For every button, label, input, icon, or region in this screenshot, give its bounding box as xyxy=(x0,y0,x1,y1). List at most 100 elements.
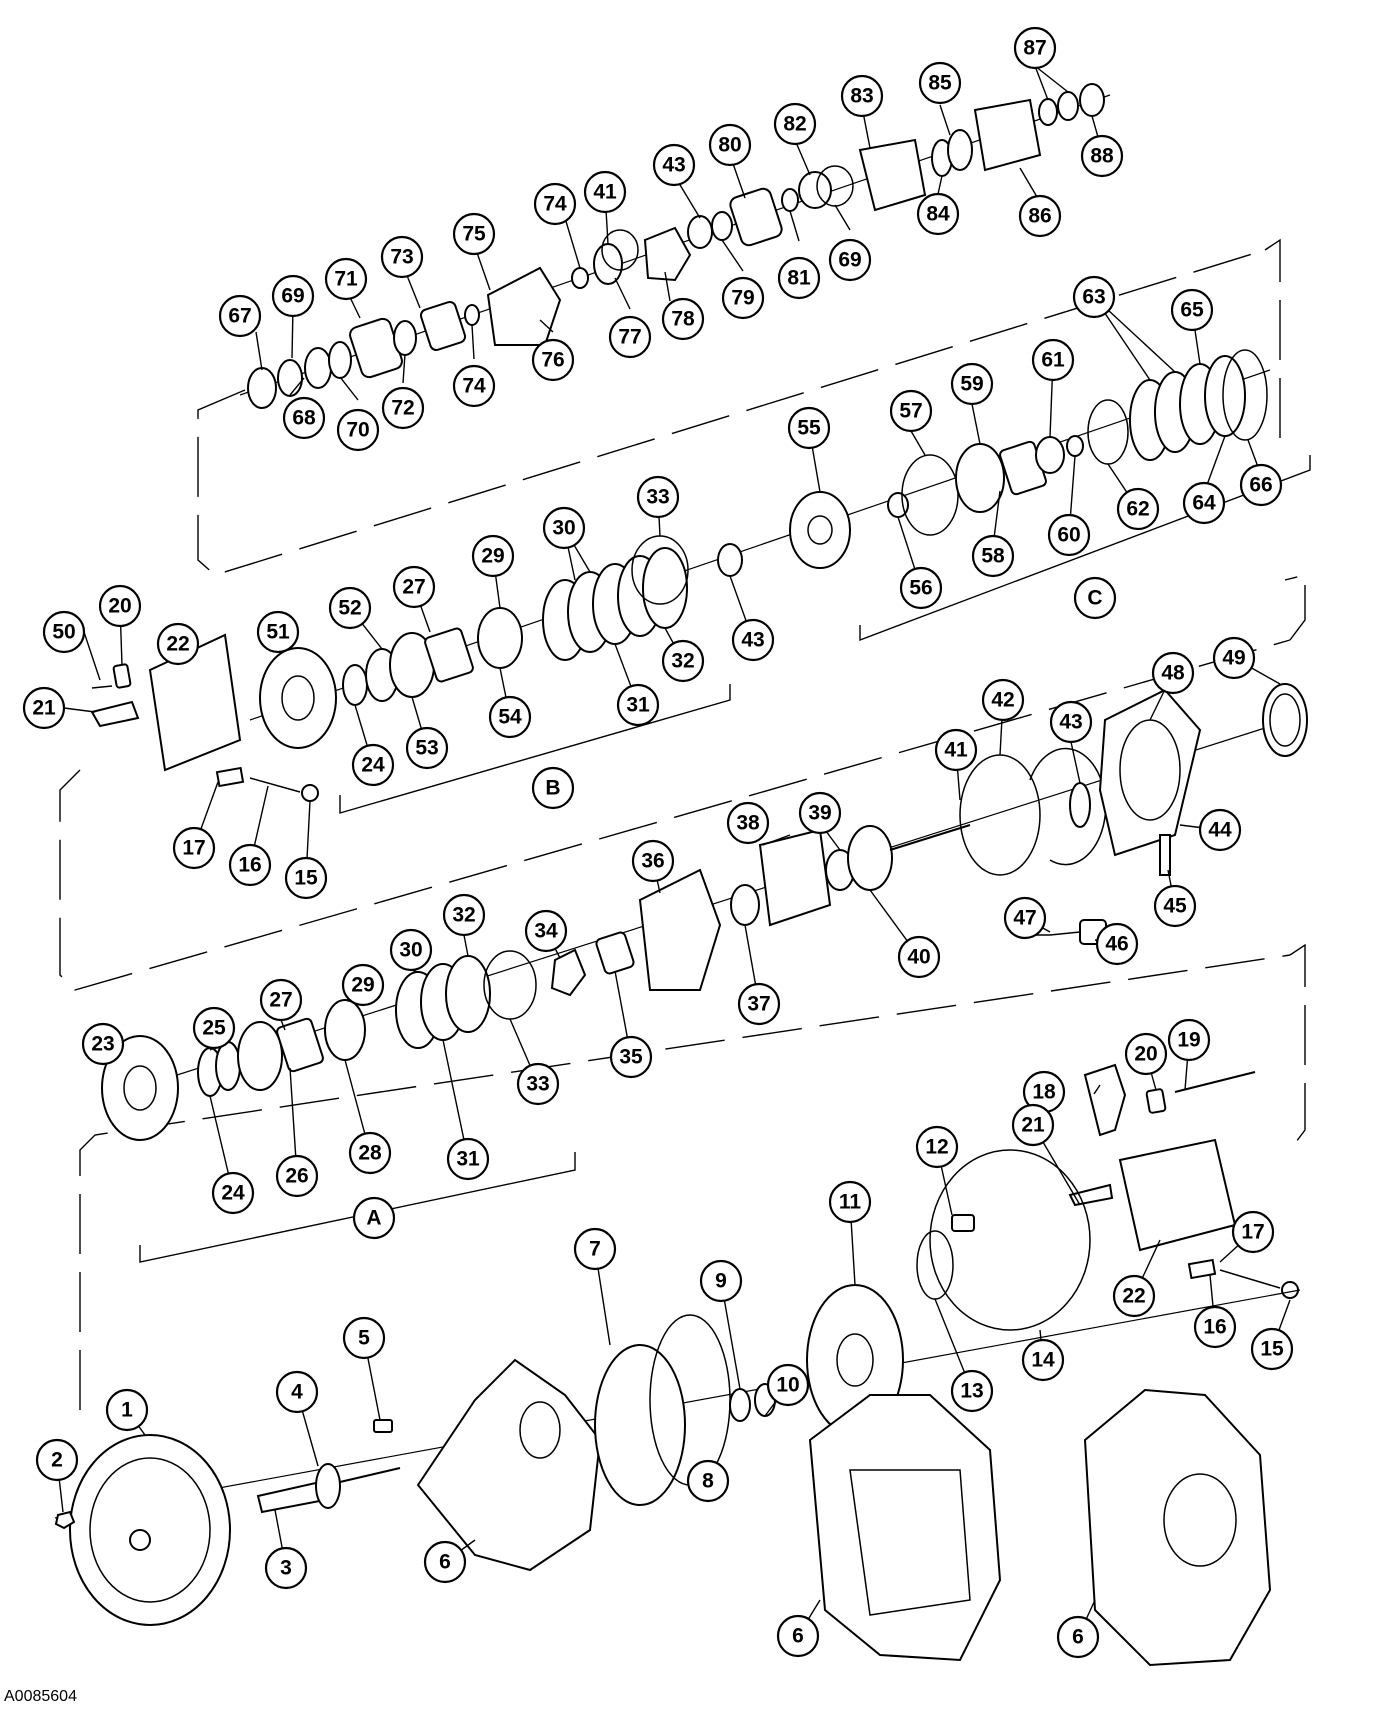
callout-81: 81 xyxy=(777,256,821,300)
callout-23: 23 xyxy=(81,1022,125,1066)
callout-70: 70 xyxy=(336,408,380,452)
callout-40: 40 xyxy=(897,935,941,979)
svg-text:77: 77 xyxy=(618,326,641,349)
svg-text:49: 49 xyxy=(1222,647,1245,670)
svg-text:27: 27 xyxy=(269,989,292,1012)
callout-6: 6 xyxy=(1056,1615,1100,1659)
callout-8: 8 xyxy=(686,1459,730,1503)
callout-11: 11 xyxy=(828,1180,872,1224)
callout-73: 73 xyxy=(380,235,424,279)
callout-17: 17 xyxy=(1231,1210,1275,1254)
svg-text:9: 9 xyxy=(715,1270,727,1293)
callout-42: 42 xyxy=(981,678,1025,722)
callout-67: 67 xyxy=(218,294,262,338)
svg-text:28: 28 xyxy=(358,1142,382,1165)
svg-text:55: 55 xyxy=(797,417,821,440)
svg-text:41: 41 xyxy=(593,181,617,204)
callout-12: 12 xyxy=(915,1125,959,1169)
svg-text:8: 8 xyxy=(702,1470,714,1493)
svg-text:15: 15 xyxy=(1260,1338,1284,1361)
svg-text:16: 16 xyxy=(238,854,261,877)
callout-75: 75 xyxy=(452,212,496,256)
svg-text:20: 20 xyxy=(108,595,131,618)
callout-71: 71 xyxy=(324,257,368,301)
svg-text:66: 66 xyxy=(1249,474,1272,497)
svg-text:22: 22 xyxy=(166,633,189,656)
callout-19: 19 xyxy=(1167,1018,1211,1062)
callout-87: 87 xyxy=(1013,26,1057,70)
callout-62: 62 xyxy=(1116,487,1160,531)
callout-30: 30 xyxy=(542,506,586,550)
svg-text:70: 70 xyxy=(346,419,369,442)
svg-text:43: 43 xyxy=(662,154,685,177)
callout-61: 61 xyxy=(1031,338,1075,382)
row-2-components xyxy=(90,349,1271,802)
subassembly-bracket-b xyxy=(339,684,731,814)
svg-text:25: 25 xyxy=(202,1017,226,1040)
svg-text:2: 2 xyxy=(51,1449,63,1472)
callout-18: 18 xyxy=(1022,1070,1066,1114)
callout-57: 57 xyxy=(889,389,933,433)
callout-84: 84 xyxy=(916,192,960,236)
svg-text:50: 50 xyxy=(52,621,75,644)
svg-text:30: 30 xyxy=(399,939,422,962)
svg-text:33: 33 xyxy=(646,486,669,509)
svg-text:69: 69 xyxy=(281,285,304,308)
svg-text:14: 14 xyxy=(1031,1349,1055,1372)
callout-74: 74 xyxy=(452,364,496,408)
callout-53: 53 xyxy=(405,726,449,770)
callout-72: 72 xyxy=(381,386,425,430)
svg-text:29: 29 xyxy=(481,545,504,568)
svg-text:37: 37 xyxy=(747,993,770,1016)
svg-text:82: 82 xyxy=(783,113,806,136)
callout-17: 17 xyxy=(172,826,216,870)
callout-43: 43 xyxy=(731,618,775,662)
svg-text:86: 86 xyxy=(1028,205,1051,228)
callout-56: 56 xyxy=(899,566,943,610)
svg-text:84: 84 xyxy=(926,203,950,226)
callout-26: 26 xyxy=(275,1154,319,1198)
subassembly-label-a: A xyxy=(352,1196,396,1240)
callout-49: 49 xyxy=(1212,636,1256,680)
callout-1: 1 xyxy=(105,1388,149,1432)
svg-text:3: 3 xyxy=(280,1557,292,1580)
svg-text:16: 16 xyxy=(1203,1316,1226,1339)
callout-51: 51 xyxy=(256,610,300,654)
svg-text:34: 34 xyxy=(534,920,558,943)
callout-78: 78 xyxy=(661,297,705,341)
svg-text:80: 80 xyxy=(718,134,741,157)
svg-text:42: 42 xyxy=(991,689,1014,712)
callout-50: 50 xyxy=(42,610,86,654)
svg-text:62: 62 xyxy=(1126,498,1149,521)
callout-20: 20 xyxy=(98,584,142,628)
callout-65: 65 xyxy=(1170,288,1214,332)
callout-68: 68 xyxy=(282,396,326,440)
svg-text:78: 78 xyxy=(671,308,695,331)
svg-text:73: 73 xyxy=(390,246,413,269)
svg-text:29: 29 xyxy=(351,974,374,997)
svg-text:53: 53 xyxy=(415,737,438,760)
svg-text:71: 71 xyxy=(334,268,358,291)
svg-text:57: 57 xyxy=(899,400,922,423)
svg-text:40: 40 xyxy=(907,946,930,969)
svg-text:11: 11 xyxy=(839,1191,862,1214)
svg-text:60: 60 xyxy=(1057,524,1080,547)
callout-27: 27 xyxy=(392,565,436,609)
callout-5: 5 xyxy=(342,1316,386,1360)
callout-35: 35 xyxy=(609,1035,653,1079)
callout-69: 69 xyxy=(828,238,872,282)
svg-text:47: 47 xyxy=(1013,907,1036,930)
callout-22: 22 xyxy=(1112,1274,1156,1318)
svg-text:76: 76 xyxy=(541,349,564,372)
svg-text:27: 27 xyxy=(402,576,425,599)
svg-text:74: 74 xyxy=(462,375,486,398)
svg-text:56: 56 xyxy=(909,577,932,600)
svg-text:A: A xyxy=(366,1207,381,1230)
svg-text:61: 61 xyxy=(1041,349,1065,372)
callout-29: 29 xyxy=(341,963,385,1007)
svg-text:13: 13 xyxy=(960,1380,983,1403)
svg-text:46: 46 xyxy=(1105,933,1128,956)
callout-28: 28 xyxy=(348,1131,392,1175)
callout-6: 6 xyxy=(423,1540,467,1584)
callout-46: 46 xyxy=(1095,922,1139,966)
